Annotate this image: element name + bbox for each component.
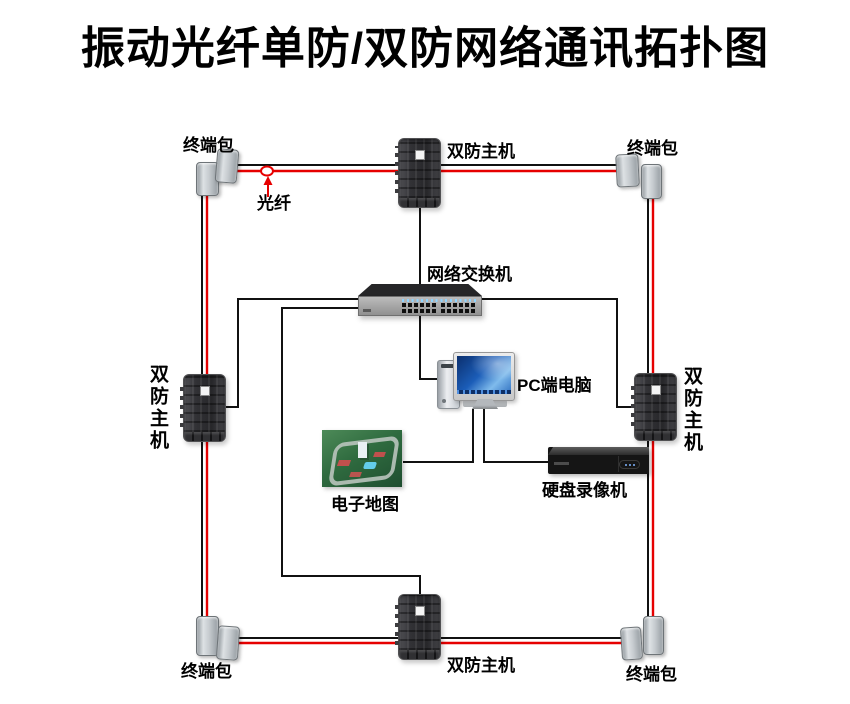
network-links: [225, 205, 635, 595]
electronic-map-image: [322, 430, 402, 487]
dvr-brand-mark: [554, 462, 569, 465]
host-connector-strip: [636, 431, 675, 440]
switch-port-row: [402, 303, 438, 307]
host-connector-strip: [400, 198, 439, 207]
terminal-pack-top-right-vertical: [641, 164, 662, 199]
link-pc-map: [403, 409, 474, 463]
link-switch-host-left: [225, 298, 362, 408]
switch-port-group: [441, 303, 477, 314]
host-device-bottom: [395, 594, 441, 660]
terminal-pack-bottom-right-horizontal: [619, 626, 644, 661]
map-pool: [362, 462, 378, 469]
switch-front-face: [358, 296, 482, 316]
link-pc-dvr: [483, 409, 549, 463]
switch-port-row: [441, 303, 477, 307]
terminal-pack-bottom-right-vertical: [643, 616, 664, 655]
fiber-callout: [260, 165, 274, 197]
host-device-left: [180, 374, 226, 442]
terminal-pack-bottom-left-horizontal: [215, 625, 241, 661]
link-switch-pc: [419, 316, 438, 380]
cable-ring: [201, 164, 649, 639]
label-terminal-bottom-left: 终端包: [181, 662, 232, 681]
fiber-arrow-head-icon: [263, 176, 273, 185]
label-pc: PC端电脑: [517, 376, 592, 395]
pc-screen: [457, 356, 511, 394]
pc-monitor-stand: [472, 399, 498, 409]
map-building-red: [349, 472, 362, 477]
host-chip-icon: [414, 606, 425, 616]
map-building-red: [336, 460, 352, 466]
dvr-device: [548, 447, 649, 474]
label-terminal-bottom-right: 终端包: [626, 665, 677, 684]
label-host-right: 双防主机: [681, 366, 702, 454]
map-building-white: [358, 442, 367, 458]
map-building-red: [373, 452, 386, 457]
switch-led-strip-icon: [402, 299, 476, 302]
label-terminal-top-left: 终端包: [183, 136, 234, 155]
label-host-bottom: 双防主机: [447, 656, 515, 675]
host-chip-icon: [199, 386, 210, 396]
host-chip-icon: [414, 150, 425, 160]
dvr-led-cluster-icon: [619, 460, 640, 469]
label-fiber: 光纤: [257, 194, 291, 213]
link-switch-host-right: [480, 298, 635, 408]
switch-brand-tag: [363, 309, 371, 312]
fiber-loop-icon: [260, 165, 274, 177]
host-connector-strip: [185, 432, 224, 441]
fiber-ring: [205, 169, 655, 645]
switch-port-group: [402, 303, 438, 314]
switch-port-row: [402, 309, 438, 313]
label-map: 电子地图: [331, 495, 399, 514]
label-switch: 网络交换机: [427, 265, 512, 284]
label-host-top: 双防主机: [447, 142, 515, 161]
network-switch-device: [358, 284, 482, 316]
host-device-top: [395, 138, 441, 208]
pc-monitor: [453, 352, 515, 401]
link-switch-host-bottom: [281, 307, 421, 595]
label-terminal-top-right: 终端包: [627, 139, 678, 158]
host-connector-strip: [400, 650, 439, 659]
label-dvr: 硬盘录像机: [542, 481, 627, 500]
host-device-right: [631, 373, 677, 441]
label-host-left: 双防主机: [147, 364, 168, 452]
pc-taskbar: [457, 390, 511, 394]
switch-top-face: [358, 284, 482, 296]
page-title: 振动光纤单防/双防网络通讯拓扑图: [80, 24, 770, 73]
dvr-panel-seam: [618, 456, 619, 472]
host-chip-icon: [650, 385, 661, 395]
pc-workstation-device: [436, 350, 516, 412]
switch-port-row: [441, 309, 477, 313]
